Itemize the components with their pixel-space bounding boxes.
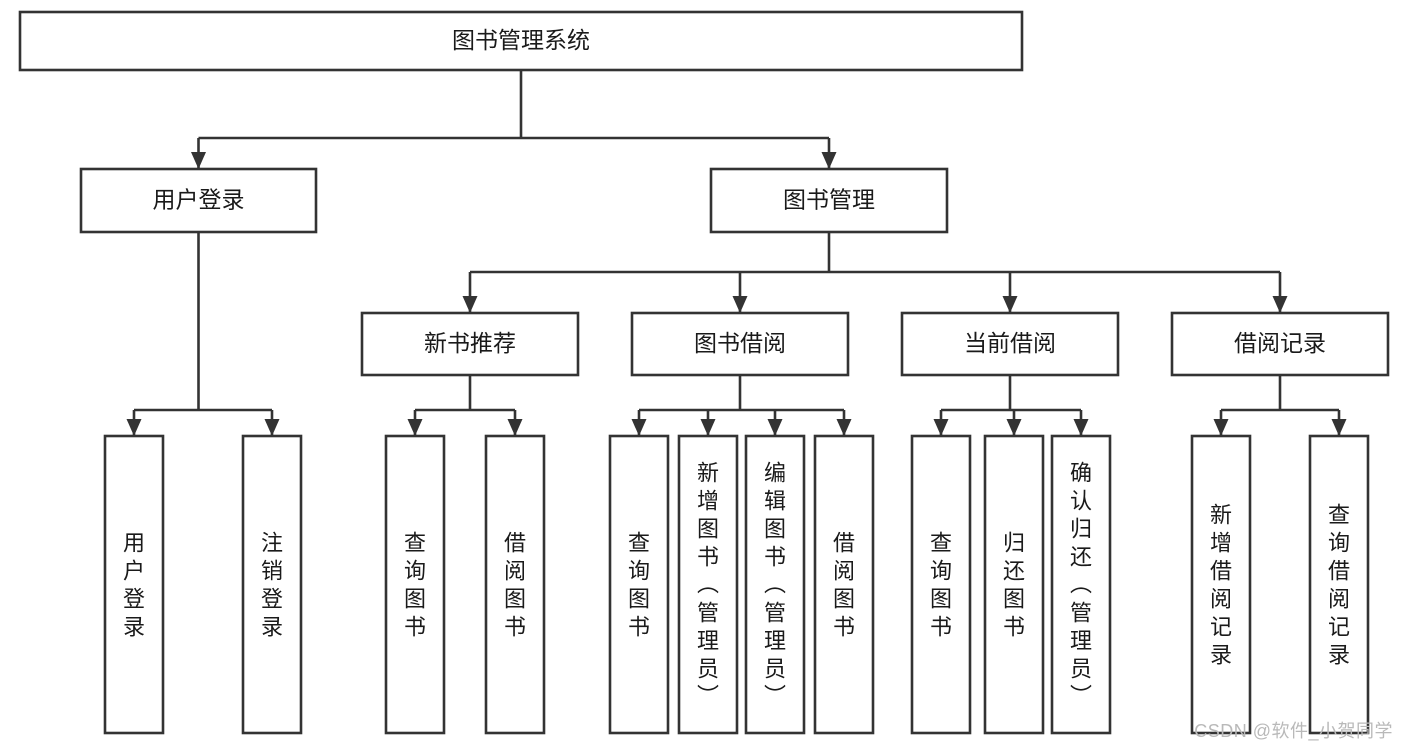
node-book-borrow[interactable]: 图书借阅	[630, 311, 850, 377]
node-box	[103, 434, 165, 735]
node-label: 借阅记录	[1234, 330, 1326, 356]
node-box	[910, 434, 972, 735]
node-label: 新增借阅记录	[1210, 502, 1232, 667]
node-label: 查询借阅记录	[1328, 502, 1350, 667]
node-box	[79, 167, 318, 234]
node-box	[900, 311, 1120, 377]
node-leaf-confirm-return[interactable]: 确认归还（管理员）	[1050, 434, 1112, 735]
node-box	[18, 10, 1024, 72]
node-label: 借阅图书	[504, 530, 526, 639]
node-label: 归还图书	[1003, 530, 1025, 639]
node-box	[744, 434, 806, 735]
node-label: 图书管理系统	[452, 27, 590, 53]
node-box	[484, 434, 546, 735]
node-current-borrow[interactable]: 当前借阅	[900, 311, 1120, 377]
node-leaf-query-book-cur[interactable]: 查询图书	[910, 434, 972, 735]
node-label: 用户登录	[153, 187, 245, 213]
node-label: 确认归还（管理员）	[1070, 460, 1092, 709]
node-box	[813, 434, 875, 735]
node-layer: 图书管理系统用户登录图书管理新书推荐图书借阅当前借阅借阅记录用户登录注销登录查询…	[18, 10, 1390, 735]
connector-layer	[126, 70, 1347, 436]
node-box	[1170, 311, 1390, 377]
node-box	[983, 434, 1045, 735]
node-box	[1190, 434, 1252, 735]
node-box	[360, 311, 580, 377]
node-leaf-borrow-book-rec[interactable]: 借阅图书	[484, 434, 546, 735]
node-label: 新增图书（管理员）	[697, 460, 719, 709]
node-label: 查询图书	[404, 530, 426, 639]
node-label: 图书管理	[783, 187, 875, 213]
node-user-login[interactable]: 用户登录	[79, 167, 318, 234]
node-box	[630, 311, 850, 377]
node-label: 查询图书	[930, 530, 952, 639]
node-box	[1050, 434, 1112, 735]
node-leaf-return-book[interactable]: 归还图书	[983, 434, 1045, 735]
node-leaf-query-record[interactable]: 查询借阅记录	[1308, 434, 1370, 735]
node-box	[241, 434, 303, 735]
node-root[interactable]: 图书管理系统	[18, 10, 1024, 72]
node-label: 查询图书	[628, 530, 650, 639]
node-box	[1308, 434, 1370, 735]
node-label: 图书借阅	[694, 330, 786, 356]
node-leaf-add-book[interactable]: 新增图书（管理员）	[677, 434, 739, 735]
node-leaf-query-book-borrow[interactable]: 查询图书	[608, 434, 670, 735]
node-label: 新书推荐	[424, 330, 516, 356]
node-label: 借阅图书	[833, 530, 855, 639]
node-leaf-logout[interactable]: 注销登录	[241, 434, 303, 735]
node-book-manage[interactable]: 图书管理	[709, 167, 949, 234]
node-label: 当前借阅	[964, 330, 1056, 356]
node-leaf-add-record[interactable]: 新增借阅记录	[1190, 434, 1252, 735]
node-label: 注销登录	[261, 530, 283, 639]
node-leaf-borrow-book[interactable]: 借阅图书	[813, 434, 875, 735]
node-label: 编辑图书（管理员）	[764, 460, 786, 709]
node-box	[608, 434, 670, 735]
node-new-book-rec[interactable]: 新书推荐	[360, 311, 580, 377]
node-label: 用户登录	[123, 530, 145, 639]
node-box	[384, 434, 446, 735]
node-leaf-query-book-rec[interactable]: 查询图书	[384, 434, 446, 735]
node-borrow-record[interactable]: 借阅记录	[1170, 311, 1390, 377]
node-box	[709, 167, 949, 234]
node-leaf-edit-book[interactable]: 编辑图书（管理员）	[744, 434, 806, 735]
node-leaf-user-login[interactable]: 用户登录	[103, 434, 165, 735]
node-box	[677, 434, 739, 735]
